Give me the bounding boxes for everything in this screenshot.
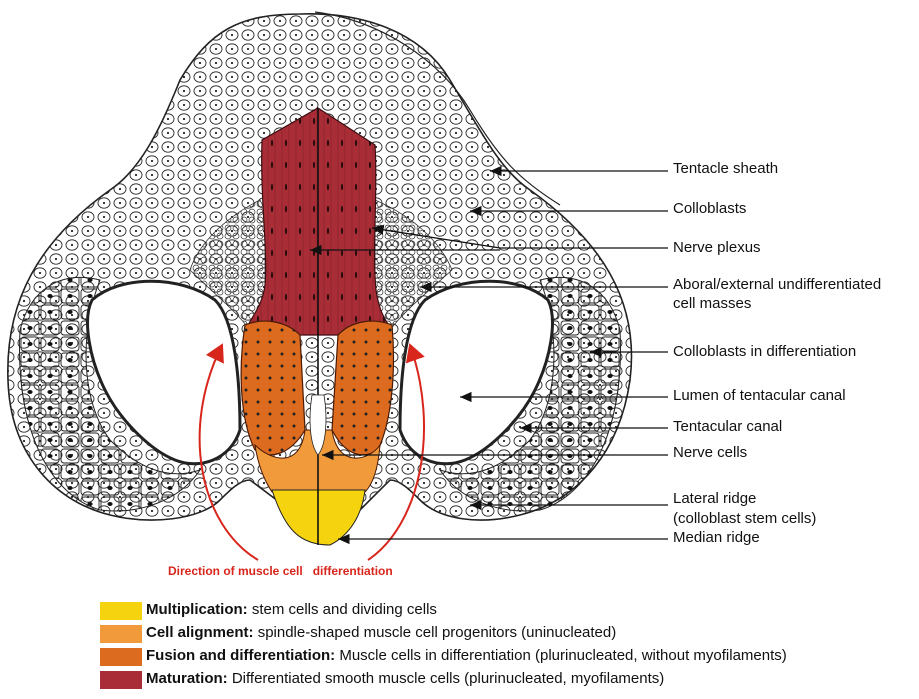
label-aboral-line2: cell masses <box>673 294 751 313</box>
legend-desc: Muscle cells in differentiation (plurinu… <box>339 647 786 664</box>
label-lumen: Lumen of tentacular canal <box>673 386 846 405</box>
direction-label: Direction of muscle cell differentiation <box>168 564 393 578</box>
label-nerve-cells: Nerve cells <box>673 443 747 462</box>
legend-desc: spindle-shaped muscle cell progenitors (… <box>258 624 617 641</box>
label-aboral-line1: Aboral/external undifferentiated <box>673 275 881 294</box>
legend-swatch-maturation <box>100 671 142 689</box>
label-lateral-ridge: Lateral ridge <box>673 489 756 508</box>
label-lateral-ridge-sub: (colloblast stem cells) <box>673 509 816 528</box>
legend-term: Maturation: <box>146 670 228 687</box>
legend-text: Fusion and differentiation: Muscle cells… <box>146 647 787 664</box>
legend-swatch-cell-alignment <box>100 625 142 643</box>
legend-term: Cell alignment: <box>146 624 254 641</box>
legend-swatch-fusion <box>100 648 142 666</box>
label-tentacle-sheath: Tentacle sheath <box>673 159 778 178</box>
label-median-ridge: Median ridge <box>673 528 760 547</box>
legend-swatch-multiplication <box>100 602 142 620</box>
legend-desc: Differentiated smooth muscle cells (plur… <box>232 670 664 687</box>
label-colloblasts: Colloblasts <box>673 199 746 218</box>
legend-term: Multiplication: <box>146 601 248 618</box>
legend-desc: stem cells and dividing cells <box>252 601 437 618</box>
legend-text: Multiplication: stem cells and dividing … <box>146 601 437 618</box>
legend-term: Fusion and differentiation: <box>146 647 335 664</box>
label-colloblasts-differentiation: Colloblasts in differentiation <box>673 342 856 361</box>
legend-text: Cell alignment: spindle-shaped muscle ce… <box>146 624 616 641</box>
label-nerve-plexus: Nerve plexus <box>673 238 761 257</box>
label-tentacular-canal: Tentacular canal <box>673 417 782 436</box>
fusion-texture-left <box>241 321 305 455</box>
legend-text: Maturation: Differentiated smooth muscle… <box>146 670 664 687</box>
